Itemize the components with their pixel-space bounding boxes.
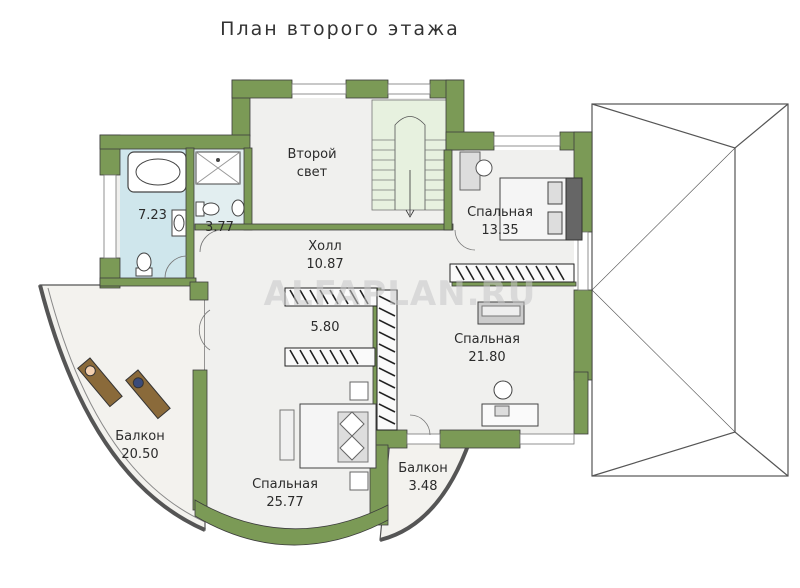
bedroom-s-name: Спальная <box>252 477 318 492</box>
bath-large-area: 7.23 <box>138 208 167 223</box>
hall-name: Холл <box>308 239 341 254</box>
second-light-label-1: Второй <box>287 147 336 162</box>
shower-icon <box>195 151 241 185</box>
sofa-icon <box>477 301 525 325</box>
sink-icon <box>231 199 245 217</box>
windows <box>103 83 589 445</box>
balcony-west-floor <box>39 284 206 531</box>
bed-icon <box>459 151 583 241</box>
bedroom-ne-area: 13.35 <box>481 223 518 238</box>
watermark: ALFAPLAN.RU <box>264 274 537 314</box>
toilet-icon <box>195 201 220 217</box>
walls <box>99 79 593 546</box>
bedroom-e-name: Спальная <box>454 332 520 347</box>
bath-small-area: 3.77 <box>205 220 234 235</box>
balcony-w-name: Балкон <box>115 429 165 444</box>
balcony-w-area: 20.50 <box>121 447 158 462</box>
bedroom-s-area: 25.77 <box>266 495 303 510</box>
doors <box>164 229 476 436</box>
balcony-s-area: 3.48 <box>409 479 438 494</box>
second-light-label-2: свет <box>297 165 328 180</box>
roof-outline <box>591 103 789 477</box>
desk-icon <box>481 380 539 427</box>
bedroom-ne-name: Спальная <box>467 205 533 220</box>
balcony-s-name: Балкон <box>398 461 448 476</box>
closet-area: 5.80 <box>311 320 340 335</box>
plan-title: План второго этажа <box>220 18 460 40</box>
wardrobes <box>284 263 575 431</box>
toilet-icon <box>135 252 153 277</box>
stair-icon <box>371 99 449 218</box>
lounger-icon <box>77 357 171 420</box>
sink-icon <box>171 209 187 237</box>
hall-area: 10.87 <box>306 257 343 272</box>
bathtub-icon <box>127 151 187 193</box>
bed-icon <box>279 381 377 491</box>
bedroom-e-area: 21.80 <box>468 350 505 365</box>
